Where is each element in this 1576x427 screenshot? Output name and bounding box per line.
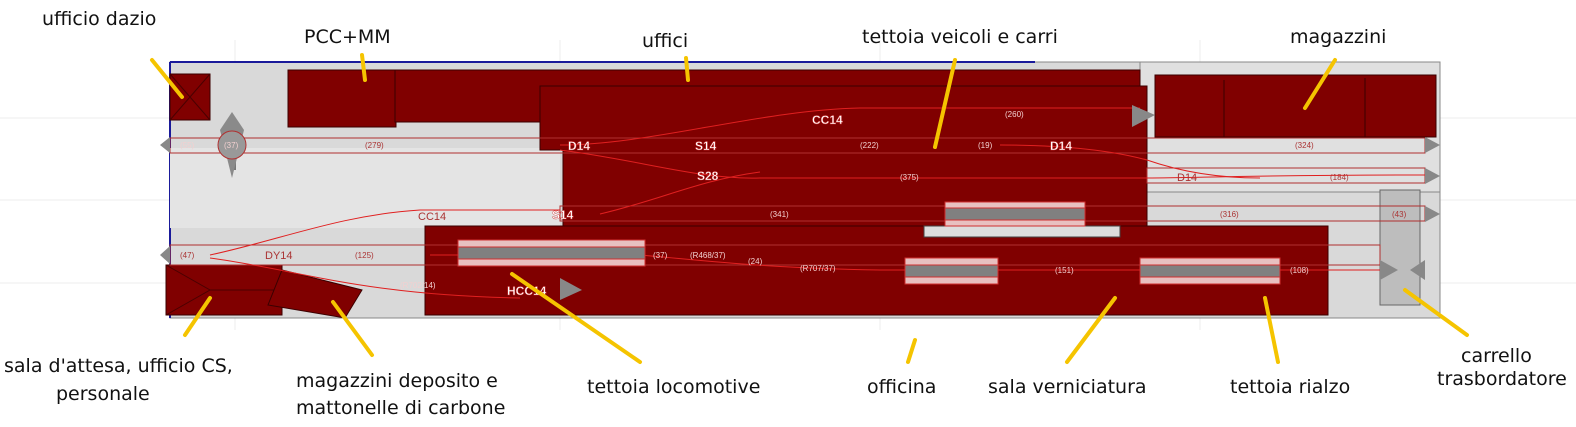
callout-lines bbox=[150, 53, 1469, 364]
track-label: S14 bbox=[695, 139, 717, 153]
track-label: DY14 bbox=[265, 250, 293, 262]
track-label: (108) bbox=[1290, 266, 1309, 275]
label-tettoia-veicoli: tettoia veicoli e carri bbox=[862, 26, 1058, 48]
label-tettoia-rialzo: tettoia rialzo bbox=[1230, 376, 1350, 398]
track-label: (260) bbox=[1005, 110, 1024, 119]
track-label: S28 bbox=[697, 169, 719, 183]
label-carrello: carrello bbox=[1461, 345, 1532, 367]
label-tettoia-locomotive: tettoia locomotive bbox=[587, 376, 760, 398]
track-label: CC14 bbox=[812, 113, 843, 127]
label-uffici: uffici bbox=[642, 30, 688, 52]
track-label: CC14 bbox=[418, 211, 446, 223]
callout-labels: ufficio dazio PCC+MM uffici tettoia veic… bbox=[4, 8, 1567, 419]
track-label: (24) bbox=[748, 257, 763, 266]
track-label: (151) bbox=[1055, 266, 1074, 275]
track-label: (375) bbox=[900, 173, 919, 182]
label-carrello-2: trasbordatore bbox=[1437, 368, 1567, 390]
wagons bbox=[457, 201, 1281, 285]
track-label: (125) bbox=[355, 251, 374, 260]
track-label: (55) bbox=[180, 141, 195, 150]
label-magazzini-deposito: magazzini deposito e bbox=[296, 370, 498, 392]
track-label: (316) bbox=[1220, 210, 1239, 219]
track-label: (222) bbox=[860, 141, 879, 150]
track-label: D14 bbox=[1050, 139, 1072, 153]
label-officina: officina bbox=[867, 376, 936, 398]
track-label: (279) bbox=[365, 141, 384, 150]
label-pcc-mm: PCC+MM bbox=[304, 26, 391, 48]
track-label: (184) bbox=[1330, 173, 1349, 182]
track-label: (R707/37) bbox=[800, 264, 836, 273]
track-label: (324) bbox=[1295, 141, 1314, 150]
track-label: HCC14 bbox=[507, 284, 547, 298]
track-label: (43) bbox=[1392, 210, 1407, 219]
track-labels: (55) (37) (279) D14 S14 CC14 (260) (222)… bbox=[180, 110, 1407, 298]
label-ufficio-dazio: ufficio dazio bbox=[42, 8, 156, 30]
label-magazzini: magazzini bbox=[1290, 26, 1386, 48]
carrello-trasbordatore bbox=[1379, 189, 1421, 306]
building-pcc-mm bbox=[287, 69, 397, 128]
track-label: (R468/37) bbox=[690, 251, 726, 260]
track-label: (R702/14) bbox=[400, 281, 436, 290]
label-sala-attesa-2: personale bbox=[56, 383, 150, 405]
track-label: D14 bbox=[1177, 172, 1197, 184]
building-magazzini bbox=[1154, 74, 1437, 138]
tracks bbox=[160, 105, 1440, 300]
label-sala-attesa: sala d'attesa, ufficio CS, bbox=[4, 355, 233, 377]
track-label: D14 bbox=[568, 139, 590, 153]
track-label: (37) bbox=[224, 141, 239, 150]
track-label: (47) bbox=[180, 251, 195, 260]
label-sala-verniciatura: sala verniciatura bbox=[988, 376, 1147, 398]
track-label: (341) bbox=[770, 210, 789, 219]
track-label: S14 bbox=[552, 208, 574, 222]
label-magazzini-deposito-2: mattonelle di carbone bbox=[296, 397, 505, 419]
track-label: (37) bbox=[653, 251, 668, 260]
track-label: (19) bbox=[978, 141, 993, 150]
